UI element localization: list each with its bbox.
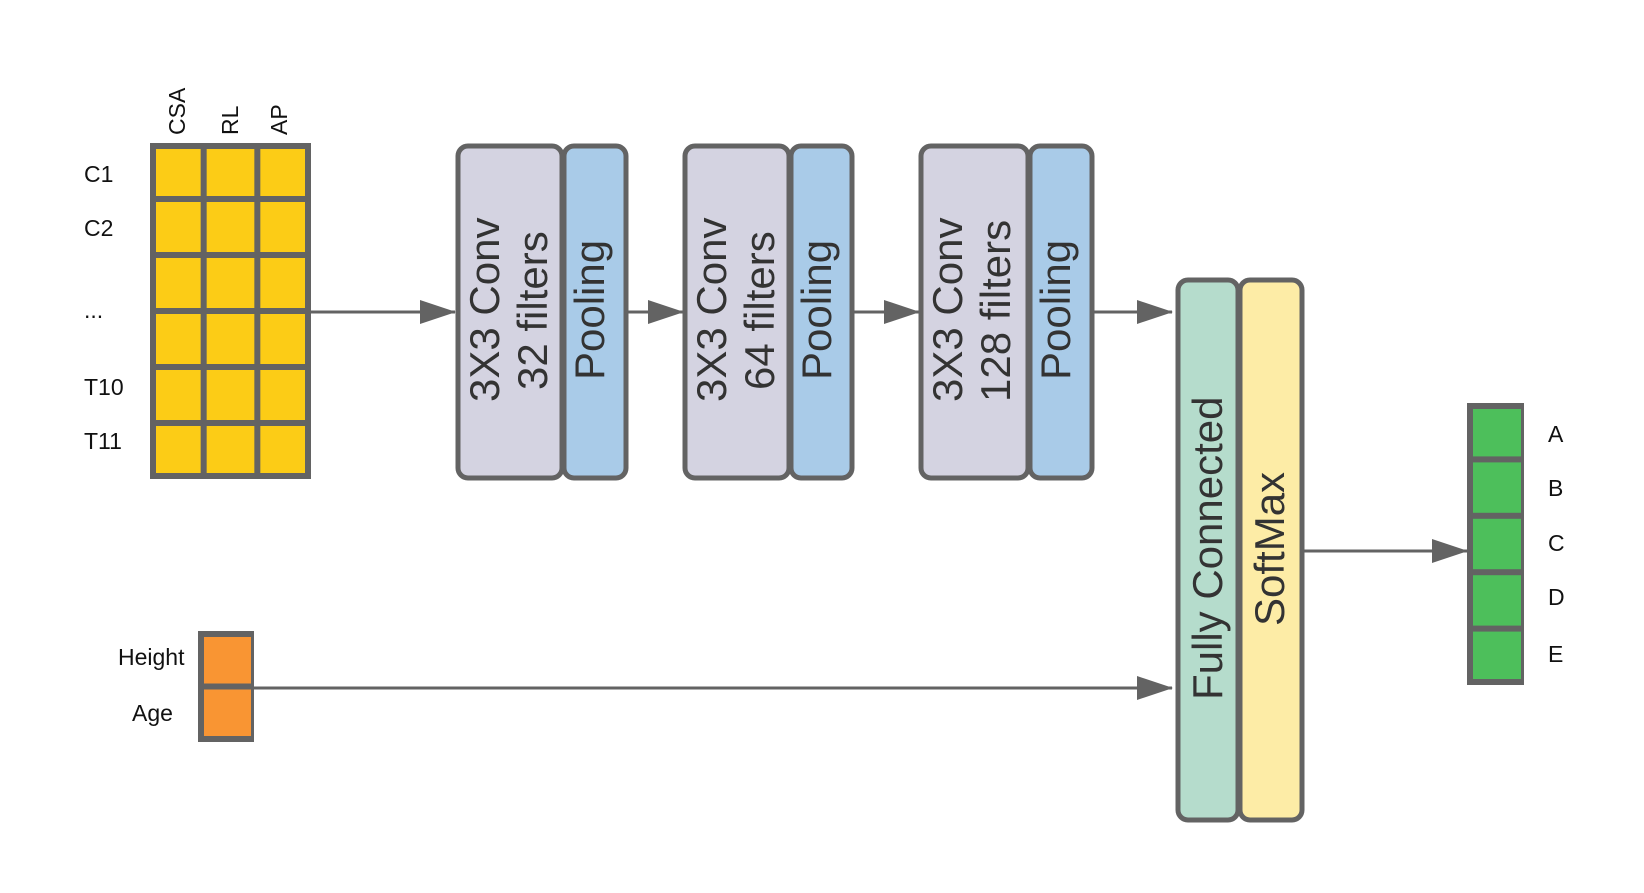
input-cell xyxy=(206,258,255,308)
aux-input-grid xyxy=(198,631,254,742)
conv-2-line1: 3X3 Conv xyxy=(688,218,735,402)
input-cell xyxy=(260,426,305,473)
input-grid xyxy=(150,143,311,479)
input-cell xyxy=(156,149,201,196)
output-cell xyxy=(1473,518,1521,570)
input-cell xyxy=(156,314,201,364)
pool-3-label: Pooling xyxy=(1032,240,1079,380)
output-cell xyxy=(1473,409,1521,457)
input-frame xyxy=(150,143,311,479)
input-cell xyxy=(260,149,305,196)
pool-1-label: Pooling xyxy=(566,240,613,380)
input-cell xyxy=(260,258,305,308)
column-label-csa: CSA xyxy=(164,87,190,135)
conv-block-3: 3X3 Conv 128 filters Pooling xyxy=(918,143,1095,481)
row-label-t10: T10 xyxy=(84,374,124,400)
output-label-e: E xyxy=(1548,641,1563,667)
aux-input-cell xyxy=(204,689,251,736)
fc-label: Fully Connected xyxy=(1184,397,1231,701)
conv-3-line2: 128 filters xyxy=(972,220,1019,402)
aux-label-height: Height xyxy=(118,644,185,670)
input-cell xyxy=(156,258,201,308)
output-cell xyxy=(1473,575,1521,626)
output-label-b: B xyxy=(1548,475,1563,501)
conv-block-2: 3X3 Conv 64 filters Pooling xyxy=(682,143,855,481)
input-cell xyxy=(260,370,305,420)
input-cell xyxy=(206,426,255,473)
output-label-d: D xyxy=(1548,584,1565,610)
softmax-layer xyxy=(1237,277,1305,823)
conv-3-line1: 3X3 Conv xyxy=(924,218,971,402)
row-label-c2: C2 xyxy=(84,215,113,241)
aux-input-labels: Height Age xyxy=(118,644,185,726)
input-cell xyxy=(206,202,255,252)
output-label-a: A xyxy=(1548,421,1564,447)
conv-2-line2: 64 filters xyxy=(736,231,783,390)
aux-label-age: Age xyxy=(132,700,173,726)
softmax-label: SoftMax xyxy=(1246,472,1293,626)
input-cell xyxy=(260,202,305,252)
pool-2-label: Pooling xyxy=(793,240,840,380)
pooling-layer-2 xyxy=(788,143,855,481)
output-label-c: C xyxy=(1548,530,1565,556)
row-label-ellipsis: ... xyxy=(84,297,103,323)
conv-block-1: 3X3 Conv 32 filters Pooling xyxy=(455,143,629,481)
output-cell xyxy=(1473,462,1521,513)
input-cell xyxy=(260,314,305,364)
pooling-layer-1 xyxy=(561,143,629,481)
input-cell xyxy=(156,202,201,252)
conv-1-line1: 3X3 Conv xyxy=(461,218,508,402)
output-labels: A B C D E xyxy=(1548,421,1565,667)
aux-input-cell xyxy=(204,637,251,684)
input-row-labels: C1 C2 ... T10 T11 xyxy=(84,161,124,454)
column-label-rl: RL xyxy=(217,105,243,135)
dense-block: Fully Connected SoftMax xyxy=(1175,277,1305,823)
input-cell xyxy=(206,149,255,196)
input-column-labels: CSA RL AP xyxy=(164,87,292,135)
row-label-t11: T11 xyxy=(84,428,122,454)
input-cell xyxy=(206,314,255,364)
output-grid xyxy=(1467,403,1524,685)
input-cell xyxy=(206,370,255,420)
input-cell xyxy=(156,426,201,473)
pooling-layer-3 xyxy=(1027,143,1095,481)
conv-1-line2: 32 filters xyxy=(509,231,556,390)
input-cell xyxy=(156,370,201,420)
row-label-c1: C1 xyxy=(84,161,113,187)
column-label-ap: AP xyxy=(266,104,292,135)
output-cell xyxy=(1473,631,1521,679)
